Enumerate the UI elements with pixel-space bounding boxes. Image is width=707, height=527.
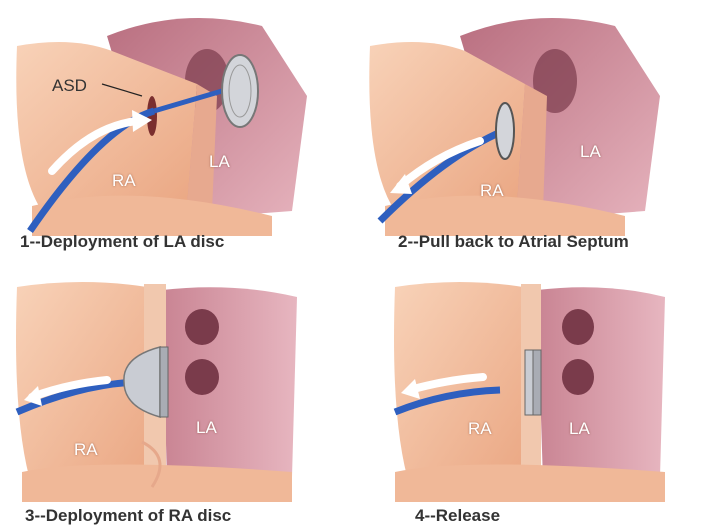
step-2-illustration [365, 6, 695, 236]
step-2-panel: RA LA [365, 6, 695, 242]
ra-label: RA [74, 440, 98, 460]
step-3-panel: RA LA [12, 272, 342, 508]
ra-label: RA [112, 171, 136, 191]
la-label: LA [580, 142, 601, 162]
la-label: LA [569, 419, 590, 439]
step-3-illustration [12, 272, 342, 502]
la-label: LA [196, 418, 217, 438]
step-2-caption: 2--Pull back to Atrial Septum [398, 232, 629, 252]
step-1-illustration [12, 6, 342, 236]
asd-label: ASD [52, 76, 87, 96]
step-4-panel: RA LA [365, 272, 695, 508]
ra-label: RA [480, 181, 504, 201]
step-4-illustration [365, 272, 695, 502]
step-4-caption: 4--Release [415, 506, 500, 526]
step-1-caption: 1--Deployment of LA disc [20, 232, 224, 252]
la-label: LA [209, 152, 230, 172]
step-3-caption: 3--Deployment of RA disc [25, 506, 231, 526]
step-1-panel: ASD RA LA [12, 6, 342, 242]
ra-label: RA [468, 419, 492, 439]
